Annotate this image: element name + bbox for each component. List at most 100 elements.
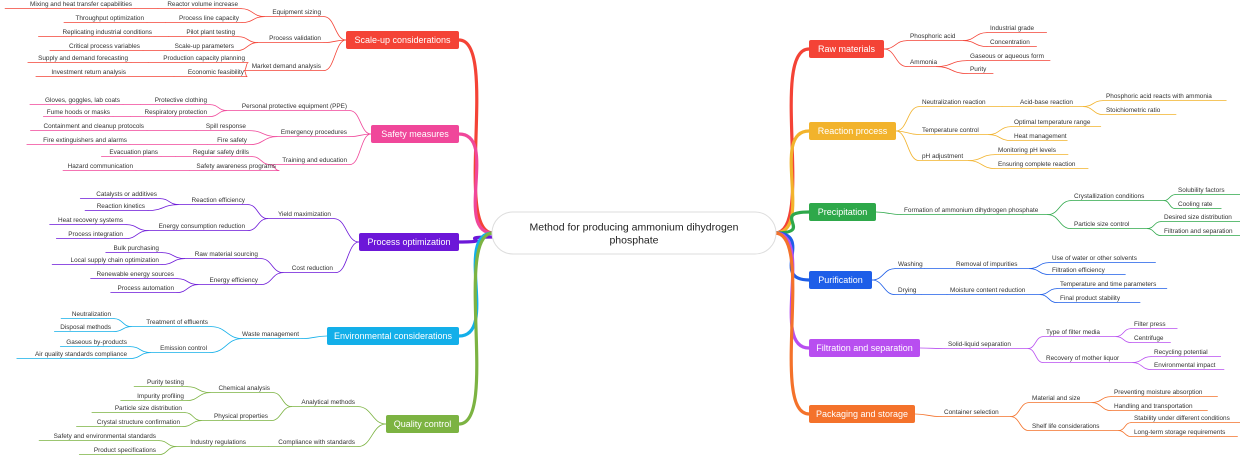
node-process-optimization-2[interactable]: Catalysts or additives — [96, 191, 157, 198]
node-purification-2[interactable]: Use of water or other solvents — [1052, 255, 1137, 262]
node-process-optimization-11[interactable]: Energy efficiency — [209, 277, 258, 284]
node-packaging-storage-1[interactable]: Material and size — [1032, 395, 1081, 402]
topic-raw-materials[interactable]: Raw materials — [809, 40, 884, 58]
node-packaging-storage-2[interactable]: Preventing moisture absorption — [1114, 389, 1203, 396]
node-scale-up-1[interactable]: Reactor volume increase — [167, 1, 238, 8]
node-precipitation-1[interactable]: Crystallization conditions — [1074, 193, 1144, 200]
node-reaction-process-6[interactable]: Heat management — [1014, 133, 1067, 140]
topic-scale-up[interactable]: Scale-up considerations — [346, 31, 459, 49]
node-scale-up-13[interactable]: Economic feasibility — [188, 69, 245, 76]
node-quality-control-2[interactable]: Purity testing — [147, 379, 184, 386]
node-scale-up-0[interactable]: Equipment sizing — [272, 9, 321, 16]
node-safety-measures-11[interactable]: Regular safety drills — [193, 149, 249, 156]
node-environmental-6[interactable]: Air quality standards compliance — [35, 351, 127, 358]
node-quality-control-8[interactable]: Industry regulations — [190, 439, 246, 446]
node-filtration-separation-1[interactable]: Type of filter media — [1046, 329, 1100, 336]
node-packaging-storage-6[interactable]: Long-term storage requirements — [1134, 429, 1225, 436]
node-safety-measures-0[interactable]: Personal protective equipment (PPE) — [242, 103, 347, 110]
node-process-optimization-12[interactable]: Renewable energy sources — [97, 271, 174, 278]
node-purification-3[interactable]: Filtration efficiency — [1052, 267, 1106, 274]
node-scale-up-10[interactable]: Market demand analysis — [252, 63, 321, 70]
node-process-optimization-9[interactable]: Bulk purchasing — [114, 245, 160, 252]
node-process-optimization-3[interactable]: Reaction kinetics — [97, 203, 145, 210]
node-environmental-1[interactable]: Treatment of effluents — [146, 319, 208, 326]
node-precipitation-0[interactable]: Formation of ammonium dihydrogen phospha… — [904, 207, 1039, 214]
node-quality-control-5[interactable]: Particle size distribution — [115, 405, 183, 412]
node-scale-up-9[interactable]: Critical process variables — [69, 43, 140, 50]
node-purification-1[interactable]: Removal of impurities — [956, 261, 1017, 268]
node-safety-measures-9[interactable]: Fire extinguishers and alarms — [43, 137, 127, 144]
node-purification-4[interactable]: Drying — [898, 287, 917, 294]
node-filtration-separation-4[interactable]: Recovery of mother liquor — [1046, 355, 1120, 362]
central-topic[interactable]: Method for producing ammonium dihydrogen… — [491, 211, 777, 255]
node-reaction-process-7[interactable]: pH adjustment — [922, 153, 963, 160]
topic-box-precipitation[interactable] — [809, 203, 876, 221]
node-safety-measures-12[interactable]: Evacuation plans — [109, 149, 158, 156]
node-precipitation-3[interactable]: Cooling rate — [1178, 201, 1213, 208]
topic-packaging-storage[interactable]: Packaging and storage — [809, 405, 915, 423]
node-safety-measures-5[interactable]: Emergency procedures — [281, 129, 347, 136]
node-precipitation-4[interactable]: Particle size control — [1074, 221, 1129, 228]
node-reaction-process-3[interactable]: Stoichiometric ratio — [1106, 107, 1161, 114]
node-process-optimization-10[interactable]: Local supply chain optimization — [71, 257, 160, 264]
node-packaging-storage-5[interactable]: Stability under different conditions — [1134, 415, 1230, 422]
node-precipitation-2[interactable]: Solubility factors — [1178, 187, 1225, 194]
node-reaction-process-5[interactable]: Optimal temperature range — [1014, 119, 1091, 126]
topic-box-filtration-separation[interactable] — [809, 339, 920, 357]
node-reaction-process-2[interactable]: Phosphoric acid reacts with ammonia — [1106, 93, 1212, 100]
node-packaging-storage-3[interactable]: Handling and transportation — [1114, 403, 1193, 410]
topic-filtration-separation[interactable]: Filtration and separation — [809, 339, 920, 357]
topic-precipitation[interactable]: Precipitation — [809, 203, 876, 221]
node-process-optimization-6[interactable]: Process integration — [68, 231, 123, 238]
node-process-optimization-5[interactable]: Heat recovery systems — [58, 217, 123, 224]
node-environmental-2[interactable]: Neutralization — [72, 311, 112, 318]
node-environmental-5[interactable]: Gaseous by-products — [66, 339, 127, 346]
node-safety-measures-4[interactable]: Fume hoods or masks — [47, 109, 110, 116]
node-reaction-process-8[interactable]: Monitoring pH levels — [998, 147, 1056, 154]
node-reaction-process-9[interactable]: Ensuring complete reaction — [998, 161, 1076, 168]
node-purification-6[interactable]: Temperature and time parameters — [1060, 281, 1156, 288]
node-quality-control-9[interactable]: Safety and environmental standards — [54, 433, 156, 440]
node-safety-measures-7[interactable]: Containment and cleanup protocols — [43, 123, 144, 130]
topic-box-scale-up[interactable] — [346, 31, 459, 49]
topic-process-optimization[interactable]: Process optimization — [359, 233, 459, 251]
node-process-optimization-8[interactable]: Raw material sourcing — [195, 251, 259, 258]
node-process-optimization-1[interactable]: Reaction efficiency — [191, 197, 245, 204]
node-purification-5[interactable]: Moisture content reduction — [950, 287, 1026, 294]
topic-box-packaging-storage[interactable] — [809, 405, 915, 423]
central-topic-box[interactable] — [491, 211, 777, 255]
node-quality-control-10[interactable]: Product specifications — [94, 447, 156, 454]
node-raw-materials-4[interactable]: Gaseous or aqueous form — [970, 53, 1044, 60]
node-scale-up-2[interactable]: Mixing and heat transfer capabilities — [30, 1, 132, 8]
node-scale-up-7[interactable]: Replicating industrial conditions — [62, 29, 152, 36]
node-purification-0[interactable]: Washing — [898, 261, 923, 268]
node-filtration-separation-5[interactable]: Recycling potential — [1154, 349, 1208, 356]
topic-environmental[interactable]: Environmental considerations — [327, 327, 459, 345]
node-process-optimization-7[interactable]: Cost reduction — [292, 265, 334, 272]
node-safety-measures-1[interactable]: Protective clothing — [155, 97, 208, 104]
topic-box-process-optimization[interactable] — [359, 233, 459, 251]
node-quality-control-3[interactable]: Impurity profiling — [137, 393, 184, 400]
node-process-optimization-13[interactable]: Process automation — [118, 285, 175, 292]
node-purification-7[interactable]: Final product stability — [1060, 295, 1121, 302]
topic-quality-control[interactable]: Quality control — [386, 415, 459, 433]
topic-safety-measures[interactable]: Safety measures — [371, 125, 459, 143]
node-process-optimization-0[interactable]: Yield maximization — [278, 211, 331, 218]
topic-box-environmental[interactable] — [327, 327, 459, 345]
node-raw-materials-5[interactable]: Purity — [970, 66, 987, 73]
node-environmental-3[interactable]: Disposal methods — [60, 324, 111, 331]
node-scale-up-5[interactable]: Process validation — [269, 35, 321, 42]
node-precipitation-5[interactable]: Desired size distribution — [1164, 214, 1232, 221]
topic-reaction-process[interactable]: Reaction process — [809, 122, 896, 140]
node-packaging-storage-0[interactable]: Container selection — [944, 409, 999, 416]
node-precipitation-6[interactable]: Filtration and separation — [1164, 228, 1233, 235]
topic-box-raw-materials[interactable] — [809, 40, 884, 58]
node-safety-measures-6[interactable]: Spill response — [206, 123, 247, 130]
node-reaction-process-1[interactable]: Acid-base reaction — [1020, 99, 1073, 106]
node-raw-materials-3[interactable]: Ammonia — [910, 59, 937, 66]
node-quality-control-6[interactable]: Crystal structure confirmation — [97, 419, 181, 426]
node-safety-measures-14[interactable]: Hazard communication — [68, 163, 134, 170]
node-safety-measures-8[interactable]: Fire safety — [217, 137, 248, 144]
node-scale-up-4[interactable]: Throughput optimization — [75, 15, 144, 22]
node-raw-materials-1[interactable]: Industrial grade — [990, 25, 1034, 32]
